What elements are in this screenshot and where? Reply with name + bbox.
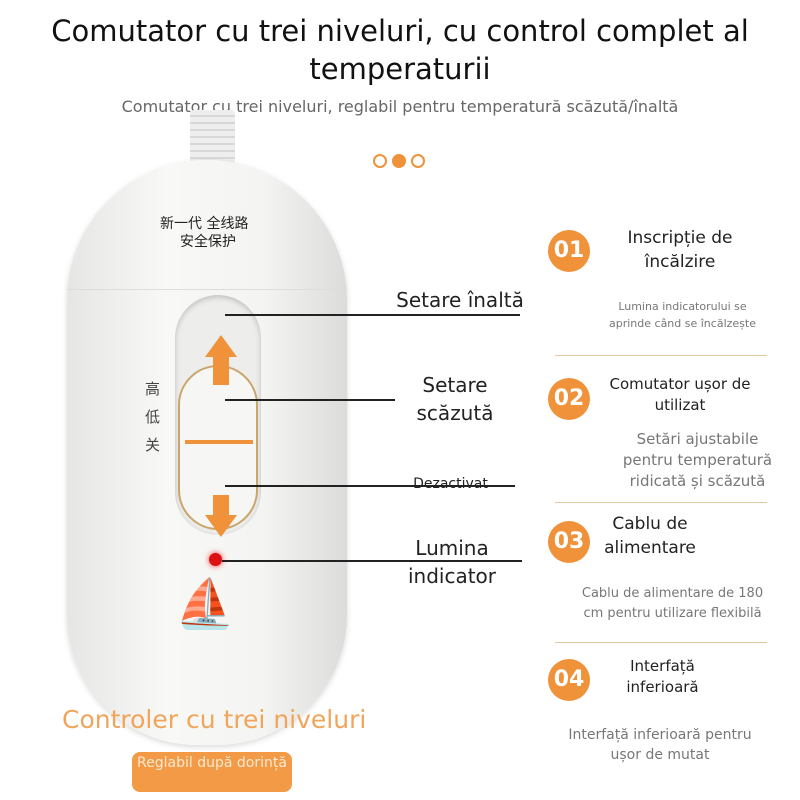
callout-light: Lumina indicator [407, 536, 497, 588]
device-logo: 新一代 全线路安全保护 [160, 215, 248, 251]
level-labels: 高低关 [145, 380, 161, 454]
page-title: Comutator cu trei niveluri, cu control c… [51, 14, 749, 86]
divider [555, 502, 767, 503]
feature-number: 02 [548, 378, 590, 420]
page-subtitle: Comutator cu trei niveluri, reglabil pen… [121, 97, 679, 116]
carousel-dot[interactable] [411, 154, 425, 168]
adjustable-button[interactable]: Reglabil după dorință [132, 752, 292, 792]
controller-top-cap [67, 160, 347, 290]
feature-title: Inscripție de încălzire [627, 228, 733, 272]
arrow-up-head-icon [205, 335, 237, 357]
callout-line-high [225, 314, 520, 316]
carousel-dot-active[interactable] [392, 154, 406, 168]
indicator-light [209, 553, 222, 566]
feature-title: Comutator ușor de utilizat [609, 375, 751, 414]
knob-line [185, 440, 253, 444]
feature-desc: Setări ajustabile pentru temperatură rid… [622, 430, 773, 490]
logo-line-2: 安全保护 [180, 234, 236, 250]
callout-line-light [222, 560, 522, 562]
callout-low: Setare scăzută [416, 373, 494, 425]
carousel-dots [373, 154, 425, 168]
callout-line-low [225, 399, 395, 401]
carousel-dot[interactable] [373, 154, 387, 168]
divider [555, 642, 767, 643]
logo-line-1: 新一代 全线路 [160, 216, 249, 232]
arrow-up-icon [213, 355, 229, 385]
divider [555, 355, 767, 356]
feature-desc: Cablu de alimentare de 180 cm pentru uti… [581, 586, 764, 621]
callout-high: Setare înaltă [396, 288, 524, 312]
ship-logo-icon: ⛵ [175, 576, 235, 632]
feature-desc: Interfață inferioară pentru ușor de muta… [568, 727, 752, 763]
feature-number: 01 [548, 230, 590, 272]
feature-title: Cablu de alimentare [604, 514, 696, 558]
callout-off: Dezactivat [413, 476, 488, 492]
feature-desc: Lumina indicatorului se aprinde când se … [609, 300, 756, 330]
feature-number: 04 [548, 659, 590, 701]
controller-caption: Controler cu trei niveluri [62, 705, 367, 734]
feature-number: 03 [548, 521, 590, 563]
feature-title: Interfață inferioară [626, 657, 699, 696]
callout-line-off [225, 485, 515, 487]
arrow-down-icon [213, 495, 229, 517]
arrow-down-head-icon [205, 515, 237, 537]
